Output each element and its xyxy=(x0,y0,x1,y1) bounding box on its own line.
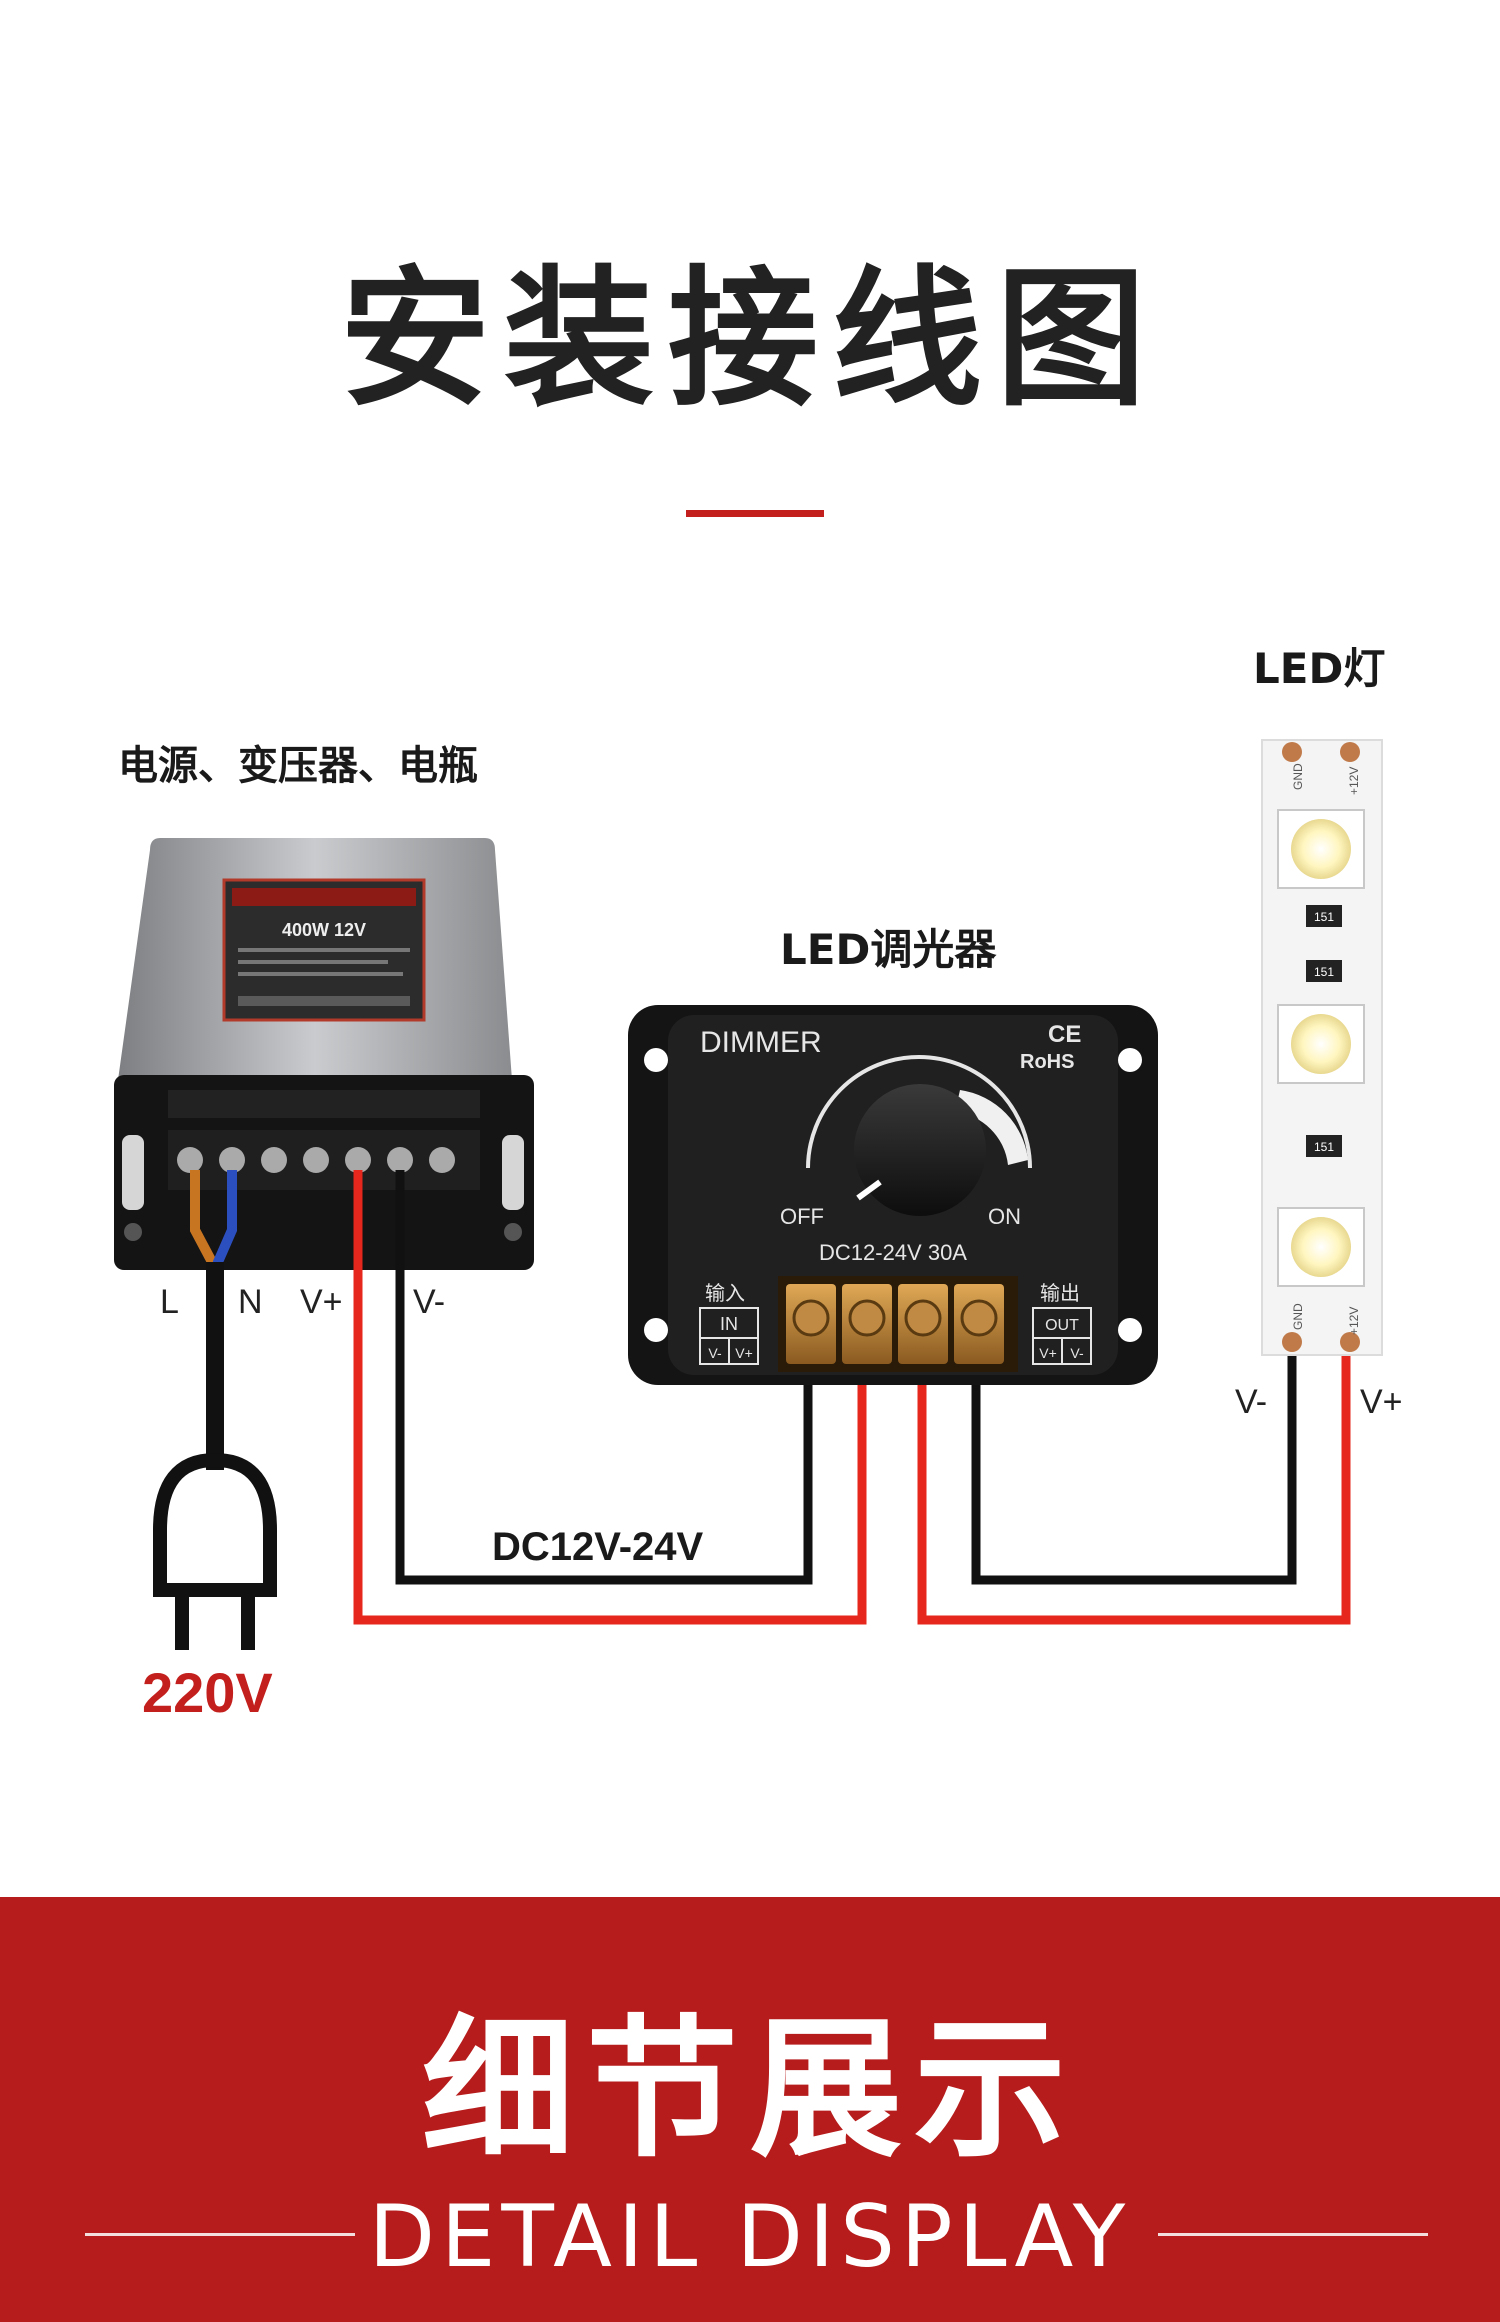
input-box-text: IN xyxy=(720,1314,738,1334)
terminal-vminus-label: V- xyxy=(413,1283,446,1321)
resistor-3-text: 151 xyxy=(1314,1140,1334,1154)
dimmer-device: DIMMER CE RoHS OFF ON DC12-24V 30A 输入 IN… xyxy=(628,1005,1158,1385)
terminal-vplus-label: V+ xyxy=(300,1283,343,1321)
output-pin-vplus: V+ xyxy=(1039,1345,1057,1361)
led-chip xyxy=(1277,809,1365,889)
strip-plus-top: +12V xyxy=(1347,767,1361,795)
page-title: 安装接线图 xyxy=(339,253,1160,427)
terminal-n-label: N xyxy=(238,1283,263,1321)
dimmer-to-strip-wires xyxy=(917,1340,1351,1625)
off-text: OFF xyxy=(780,1204,824,1229)
strip-gnd-bottom: GND xyxy=(1291,1303,1305,1330)
mains-cable xyxy=(153,1170,277,1650)
psu-terminal-block xyxy=(168,1130,480,1190)
led-strip-label: LED灯 xyxy=(1253,644,1386,693)
led-chip xyxy=(1277,1207,1365,1287)
title-underline xyxy=(686,510,824,517)
input-label: 输入 xyxy=(705,1281,745,1305)
strip-gnd-top: GND xyxy=(1291,763,1305,790)
dimmer-rating-text: DC12-24V 30A xyxy=(819,1240,967,1265)
resistor-2-text: 151 xyxy=(1314,965,1334,979)
input-pin-vplus: V+ xyxy=(735,1345,753,1361)
ce-mark: CE xyxy=(1048,1021,1081,1048)
strip-vplus-label: V+ xyxy=(1360,1383,1403,1421)
output-box-text: OUT xyxy=(1045,1317,1079,1334)
led-strip-device: GND +12V 151 151 151 GND +12V xyxy=(1261,739,1383,1356)
terminal-l-label: L xyxy=(160,1283,179,1321)
strip-vminus-label: V- xyxy=(1235,1383,1268,1421)
resistor-1-text: 151 xyxy=(1314,910,1334,924)
output-pin-vminus: V- xyxy=(1070,1345,1084,1361)
psu-to-dimmer-wires xyxy=(353,1170,867,1625)
power-supply-label: 电源、变压器、电瓶 xyxy=(118,743,478,789)
dc-range-label: DC12V-24V xyxy=(492,1525,704,1569)
dimmer-terminal-block xyxy=(778,1276,1018,1372)
strip-plus-bottom: +12V xyxy=(1347,1307,1361,1335)
banner-title: 细节展示 xyxy=(422,2001,1078,2178)
on-text: ON xyxy=(988,1204,1021,1229)
dimmer-knob[interactable] xyxy=(854,1084,986,1216)
detail-banner: 细节展示 DETAIL DISPLAY xyxy=(0,1897,1500,2322)
power-supply-device: 400W 12V xyxy=(114,838,534,1270)
output-label: 输出 xyxy=(1040,1281,1080,1305)
rohs-mark: RoHS xyxy=(1020,1051,1074,1073)
dimmer-brand-text: DIMMER xyxy=(700,1026,822,1059)
dimmer-label: LED调光器 xyxy=(780,925,997,974)
psu-rating-text: 400W 12V xyxy=(282,920,366,940)
mains-voltage-label: 220V xyxy=(142,1661,273,1724)
led-chip xyxy=(1277,1004,1365,1084)
banner-rule-left xyxy=(85,2233,355,2236)
banner-rule-right xyxy=(1158,2233,1428,2236)
banner-subtitle: DETAIL DISPLAY xyxy=(368,2187,1132,2287)
input-pin-vminus: V- xyxy=(708,1345,722,1361)
wiring-diagram: 400W 12V xyxy=(114,739,1383,1650)
plug-icon xyxy=(153,1452,277,1597)
